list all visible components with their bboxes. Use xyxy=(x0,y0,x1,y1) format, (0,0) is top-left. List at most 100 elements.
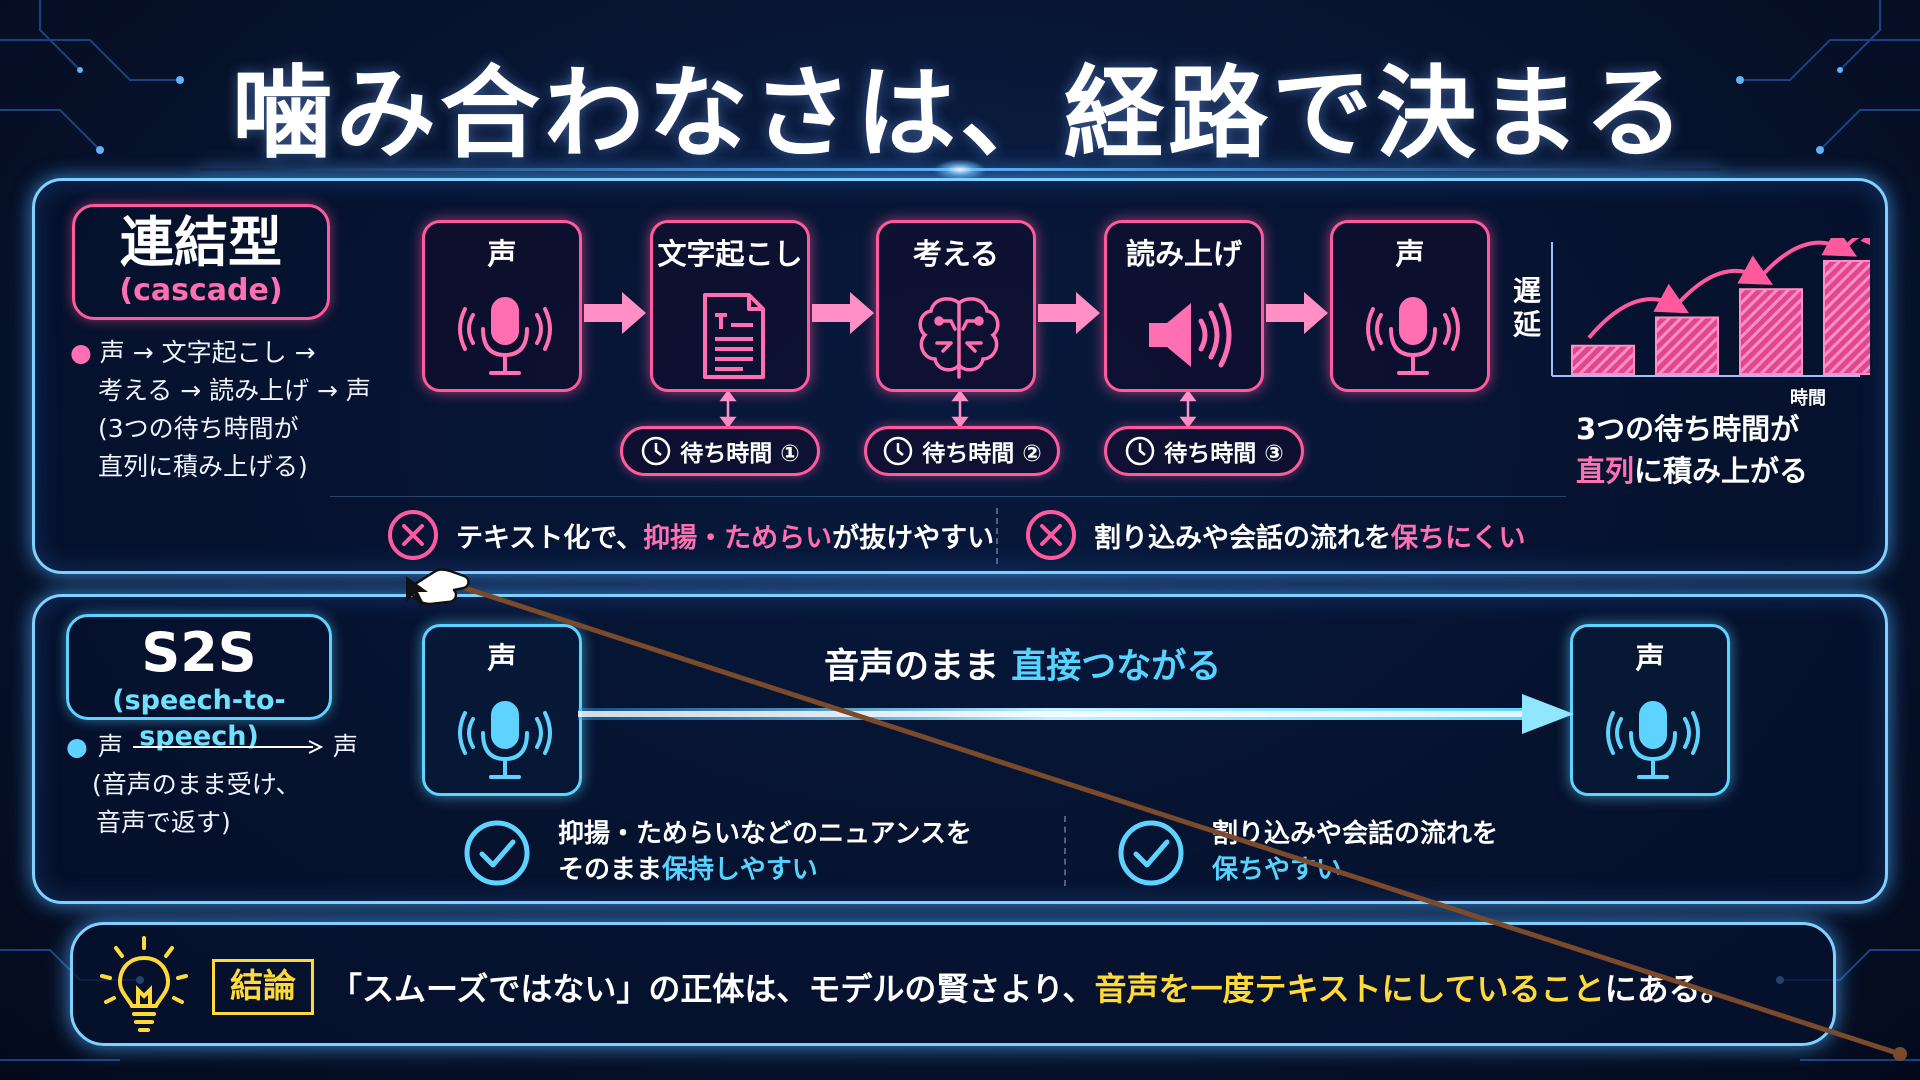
increase-arrow xyxy=(1839,238,1870,256)
problem-emphasis: 保ちにくい xyxy=(1391,522,1526,554)
stage-read-aloud: 読み上げ xyxy=(1104,220,1264,392)
clock-icon xyxy=(884,436,913,466)
problem-item: テキスト化で、抑揚・ためらいが抜けやすい xyxy=(386,508,994,562)
brain-icon xyxy=(918,297,1000,379)
bullet: ● xyxy=(70,338,92,367)
wait-badge: 待ち時間 ② xyxy=(864,426,1060,476)
s2s-label-sub: (speech-to-speech) xyxy=(112,685,286,752)
wait-label: 待ち時間 ② xyxy=(922,441,1042,467)
microphone-icon xyxy=(458,297,552,375)
caption-line: 3つの待ち時間が xyxy=(1576,412,1800,446)
title-underline-glow xyxy=(935,160,985,180)
conclusion-post: にある。 xyxy=(1604,970,1733,1008)
direct-connection-beam xyxy=(578,694,1574,734)
stage-label: 読み上げ xyxy=(1125,237,1242,271)
problem-text: テキスト化で、 xyxy=(456,522,644,554)
s2s-label-main: S2S xyxy=(141,621,257,684)
speaker-icon xyxy=(1149,302,1232,368)
conclusion-pre: 「スムーズではない」の正体は、モデルの賢さより、 xyxy=(330,970,1095,1008)
stage-transcribe: 文字起こし xyxy=(650,220,810,392)
chart-caption: 3つの待ち時間が 直列に積み上がる xyxy=(1576,408,1808,492)
stage-label: 文字起こし xyxy=(657,237,803,271)
direct-connection-label: 音声のまま 直接つながる xyxy=(824,638,1221,689)
caption-emphasis: 直列 xyxy=(1576,454,1635,488)
problem-text: が抜けやすい xyxy=(832,522,995,554)
cascade-label-sub: (cascade) xyxy=(119,273,283,308)
desc-line: 考える → 読み上げ → 声 xyxy=(98,376,371,405)
s2s-stage-input: 声 xyxy=(422,624,582,796)
direct-pre: 音声のまま xyxy=(824,647,1012,687)
problem-item: 割り込みや会話の流れを保ちにくい xyxy=(1024,508,1525,562)
wait-label: 待ち時間 ③ xyxy=(1164,441,1284,467)
wait-label: 待ち時間 ① xyxy=(680,441,800,467)
s2s-description: ● 声 声 (音声のまま受け、 音声で返す) xyxy=(66,728,358,842)
bullet: ● xyxy=(66,732,88,761)
conclusion-emphasis: 音声を一度テキストにしていること xyxy=(1094,970,1605,1008)
wait-badge: 待ち時間 ③ xyxy=(1104,426,1304,476)
flow-from: 声 xyxy=(97,732,123,761)
benefit-item: 抑揚・ためらいなどのニュアンスを そのまま保持しやすい xyxy=(558,816,972,888)
microphone-icon xyxy=(458,701,552,779)
check-circle-icon xyxy=(464,820,530,886)
chart-xlabel: 時間 xyxy=(1790,388,1826,409)
increase-arrow xyxy=(1755,238,1858,283)
problem-text: 割り込みや会話の流れを xyxy=(1094,522,1391,554)
s2s-stage-output: 声 xyxy=(1570,624,1730,796)
stage-label: 声 xyxy=(1395,237,1425,271)
long-arrow-icon xyxy=(132,740,323,754)
hand-cursor-icon xyxy=(406,568,470,606)
stage-label: 考える xyxy=(912,237,1000,271)
latency-bar xyxy=(1823,259,1870,376)
chart-ylabel: 遅延 xyxy=(1512,274,1541,341)
cross-circle-icon xyxy=(388,510,438,560)
cascade-description: ● 声 → 文字起こし → 考える → 読み上げ → 声 (3つの待ち時間が 直… xyxy=(70,334,371,486)
arrow-right-icon xyxy=(1038,292,1100,334)
increase-arrow xyxy=(1671,255,1774,311)
double-arrow-icon xyxy=(1179,392,1197,426)
desc-line: 声 → 文字起こし → xyxy=(99,338,316,367)
clock-icon xyxy=(642,436,671,466)
s2s-label: S2S (speech-to-speech) xyxy=(66,614,332,752)
benefit-emphasis: 保ちやすい xyxy=(1212,855,1343,885)
benefit-item: 割り込みや会話の流れを 保ちやすい xyxy=(1212,816,1498,888)
arrow-right-icon xyxy=(1266,292,1328,334)
increase-arrow xyxy=(1587,283,1690,340)
conclusion-text: 「スムーズではない」の正体は、モデルの賢さより、音声を一度テキストにしていること… xyxy=(330,964,1733,1010)
stage-label: 声 xyxy=(487,641,517,675)
latency-bar-chart xyxy=(1551,238,1870,377)
wait-badge: 待ち時間 ① xyxy=(620,426,820,476)
flow-to: 声 xyxy=(332,732,358,761)
stage-label: 声 xyxy=(1635,641,1665,675)
double-arrow-icon xyxy=(951,392,969,426)
direct-emphasis: 直接つながる xyxy=(1011,647,1222,687)
conclusion-tag: 結論 xyxy=(212,959,314,1015)
stage-think: 考える xyxy=(876,220,1036,392)
stage-label: 声 xyxy=(487,237,517,271)
stage-voice-output: 声 xyxy=(1330,220,1490,392)
latency-bar xyxy=(1739,288,1803,375)
check-circle-icon xyxy=(1118,820,1184,886)
stage-voice-input: 声 xyxy=(422,220,582,392)
benefit-emphasis: 保持しやすい xyxy=(662,855,818,885)
double-arrow-icon xyxy=(719,392,737,426)
lightbulb-icon xyxy=(100,936,188,1032)
problem-emphasis: 抑揚・ためらい xyxy=(643,522,833,554)
desc-line: 音声で返す) xyxy=(96,808,231,837)
desc-line: 直列に積み上げる) xyxy=(98,452,308,481)
microphone-icon xyxy=(1366,297,1460,375)
page-title: 噛み合わなさは、経路で決まる xyxy=(232,55,1688,172)
caption-rest: に積み上がる xyxy=(1634,454,1809,488)
problem-divider xyxy=(996,508,998,564)
benefit-divider xyxy=(1064,816,1066,886)
cascade-label: 連結型 (cascade) xyxy=(72,204,330,320)
cascade-divider xyxy=(330,496,1566,497)
benefit-text: そのまま xyxy=(558,855,663,885)
arrow-right-icon xyxy=(812,292,874,334)
benefit-line: 抑揚・ためらいなどのニュアンスを xyxy=(558,819,972,849)
desc-line: (音声のまま受け、 xyxy=(92,770,301,799)
desc-line: (3つの待ち時間が xyxy=(98,414,299,443)
clock-icon xyxy=(1126,436,1155,466)
benefit-line: 割り込みや会話の流れを xyxy=(1212,819,1499,849)
microphone-icon xyxy=(1606,701,1700,779)
latency-bar xyxy=(1655,316,1719,376)
